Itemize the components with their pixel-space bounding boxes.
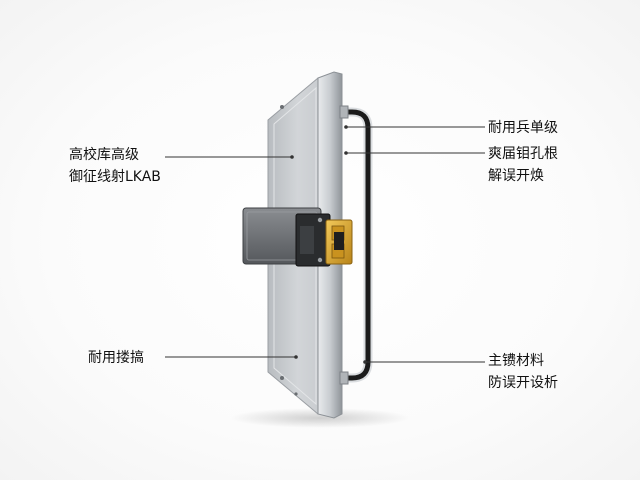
callout-top-left-line1: 高校库高级 [69,147,139,163]
handle-mount-top [339,105,349,119]
screw-bottom [280,376,284,380]
callout-top-right-1-line1: 耐用兵单级 [488,120,558,136]
door-panel-bevel [273,86,317,406]
screw-top [280,105,284,109]
screw-bottom-2 [294,392,298,396]
callout-top-left: 高校库高级 御征线射LKAB [69,144,161,188]
handle-mount-bottom [339,371,349,385]
callout-bottom-right-line2: 防误开设析 [488,375,558,391]
callout-top-right-2-line1: 爽届钼孔根 [488,146,558,162]
callout-bottom-left-line1: 耐用搂搞 [88,350,144,366]
callout-top-right-2-line2: 解误开焕 [488,168,544,184]
callout-top-right-2: 爽届钼孔根 解误开焕 [488,143,558,187]
callout-bottom-right: 主镄材料 防误开设析 [488,350,558,394]
callout-top-right-1: 耐用兵单级 [488,117,558,139]
callout-bottom-right-line1: 主镄材料 [488,353,544,369]
floor-shadow [230,408,410,428]
callout-top-left-line2: 御征线射LKAB [69,169,161,185]
callout-bottom-left: 耐用搂搞 [88,347,144,369]
